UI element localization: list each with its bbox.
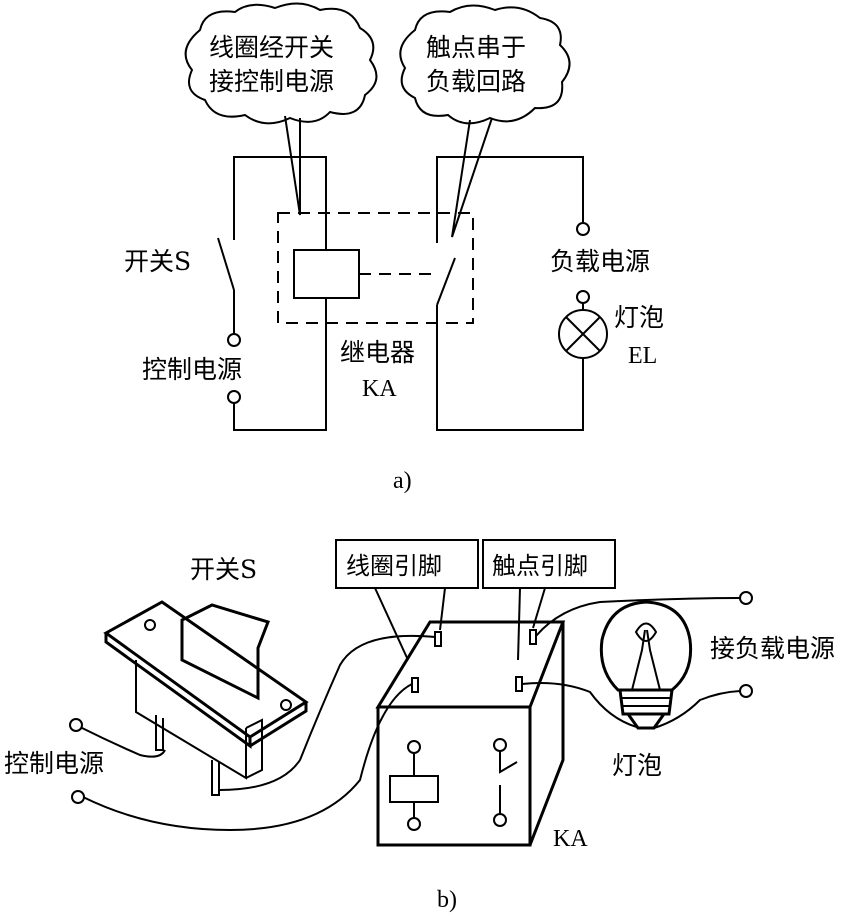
lamp-el-symbol	[558, 309, 608, 359]
wire-control-power-bottom	[82, 683, 413, 832]
contact-pin-label-box	[482, 539, 616, 589]
load-power-label-b: 接负载电源	[710, 634, 835, 663]
bulb-device	[599, 600, 693, 730]
schematic-diagram-a: 线圈经开关 接控制电源 触点串于 负载回路	[124, 2, 664, 494]
wire-contact-to-bulb	[521, 682, 641, 729]
control-power-terminal-bottom	[227, 390, 241, 404]
callout-contact-line2: 负载回路	[426, 67, 526, 96]
relay-coil	[293, 249, 360, 299]
contact-pin-label: 触点引脚	[492, 552, 588, 580]
load-power-terminal-bottom	[576, 290, 590, 304]
contact-pin-front	[515, 676, 523, 692]
switch-s-label-b: 开关S	[190, 555, 257, 584]
wire-contact-to-load	[535, 597, 741, 637]
coil-pin-back	[434, 631, 442, 647]
caption-a: a)	[393, 468, 412, 494]
relay-code-ka: KA	[362, 376, 397, 402]
wire-bulb-to-load	[653, 690, 741, 729]
load-power-terminal-top	[576, 222, 590, 236]
callout-coil-line2: 接控制电源	[209, 67, 334, 96]
relay-contact-blade	[436, 257, 456, 306]
lamp-code-el: EL	[628, 343, 657, 369]
switch-s-blade	[217, 237, 235, 291]
control-power-terminal-a	[69, 718, 83, 732]
callout-contact-line1: 触点串于	[426, 33, 526, 62]
relay-enclosure	[277, 212, 474, 324]
coil-pin-label: 线圈引脚	[346, 552, 442, 580]
control-power-terminal-top	[227, 333, 241, 347]
switch-s-device	[103, 600, 309, 796]
control-power-terminal-b	[71, 790, 85, 804]
control-power-label-b: 控制电源	[4, 749, 104, 778]
relay-code-ka-b: KA	[553, 826, 588, 852]
control-power-label: 控制电源	[142, 355, 242, 384]
switch-s-label: 开关S	[124, 247, 191, 276]
coil-pin-front	[411, 677, 419, 693]
pictorial-diagram-b: 开关S 线圈引脚 触点引脚 接负载电源 控制电源 灯泡 KA b)	[4, 539, 835, 913]
wire-control-power-top	[79, 726, 166, 758]
lamp-label: 灯泡	[614, 303, 664, 332]
callout-contact: 触点串于 负载回路	[399, 4, 571, 238]
contact-pin-back	[529, 629, 537, 645]
bulb-label: 灯泡	[612, 751, 662, 780]
load-power-terminal-a	[739, 591, 753, 605]
coil-pin-label-box	[335, 539, 479, 589]
relay-ka-device	[375, 620, 566, 847]
caption-b: b)	[437, 887, 457, 913]
callout-coil-line1: 线圈经开关	[209, 33, 334, 62]
callout-coil: 线圈经开关 接控制电源	[184, 2, 378, 216]
load-power-terminal-b	[739, 684, 753, 698]
load-power-label: 负载电源	[550, 247, 650, 276]
relay-label: 继电器	[340, 338, 415, 367]
wire-coil-to-switch	[219, 634, 436, 791]
